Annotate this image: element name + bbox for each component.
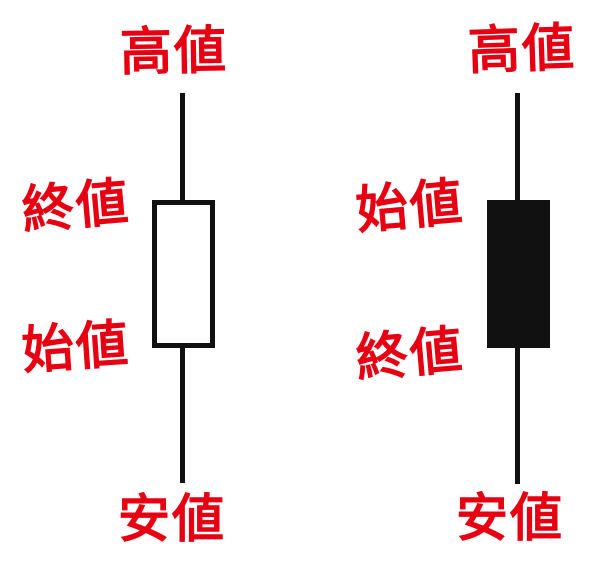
right-low-label: 安値 <box>455 490 564 548</box>
left-candle-body-bullish <box>152 200 215 348</box>
left-open-label: 始値 <box>20 315 132 381</box>
right-candle-lower-wick <box>515 347 520 484</box>
left-candle-upper-wick <box>180 93 185 201</box>
right-open-label: 始値 <box>353 173 467 241</box>
right-close-label: 終値 <box>353 321 467 389</box>
left-high-label: 高値 <box>119 22 229 82</box>
left-close-label: 終値 <box>19 173 133 241</box>
left-low-label: 安値 <box>117 491 226 549</box>
right-candle-upper-wick <box>515 93 520 201</box>
right-candle-body-bearish <box>487 200 550 348</box>
left-candle-lower-wick <box>180 347 185 483</box>
right-high-label: 高値 <box>467 19 577 81</box>
